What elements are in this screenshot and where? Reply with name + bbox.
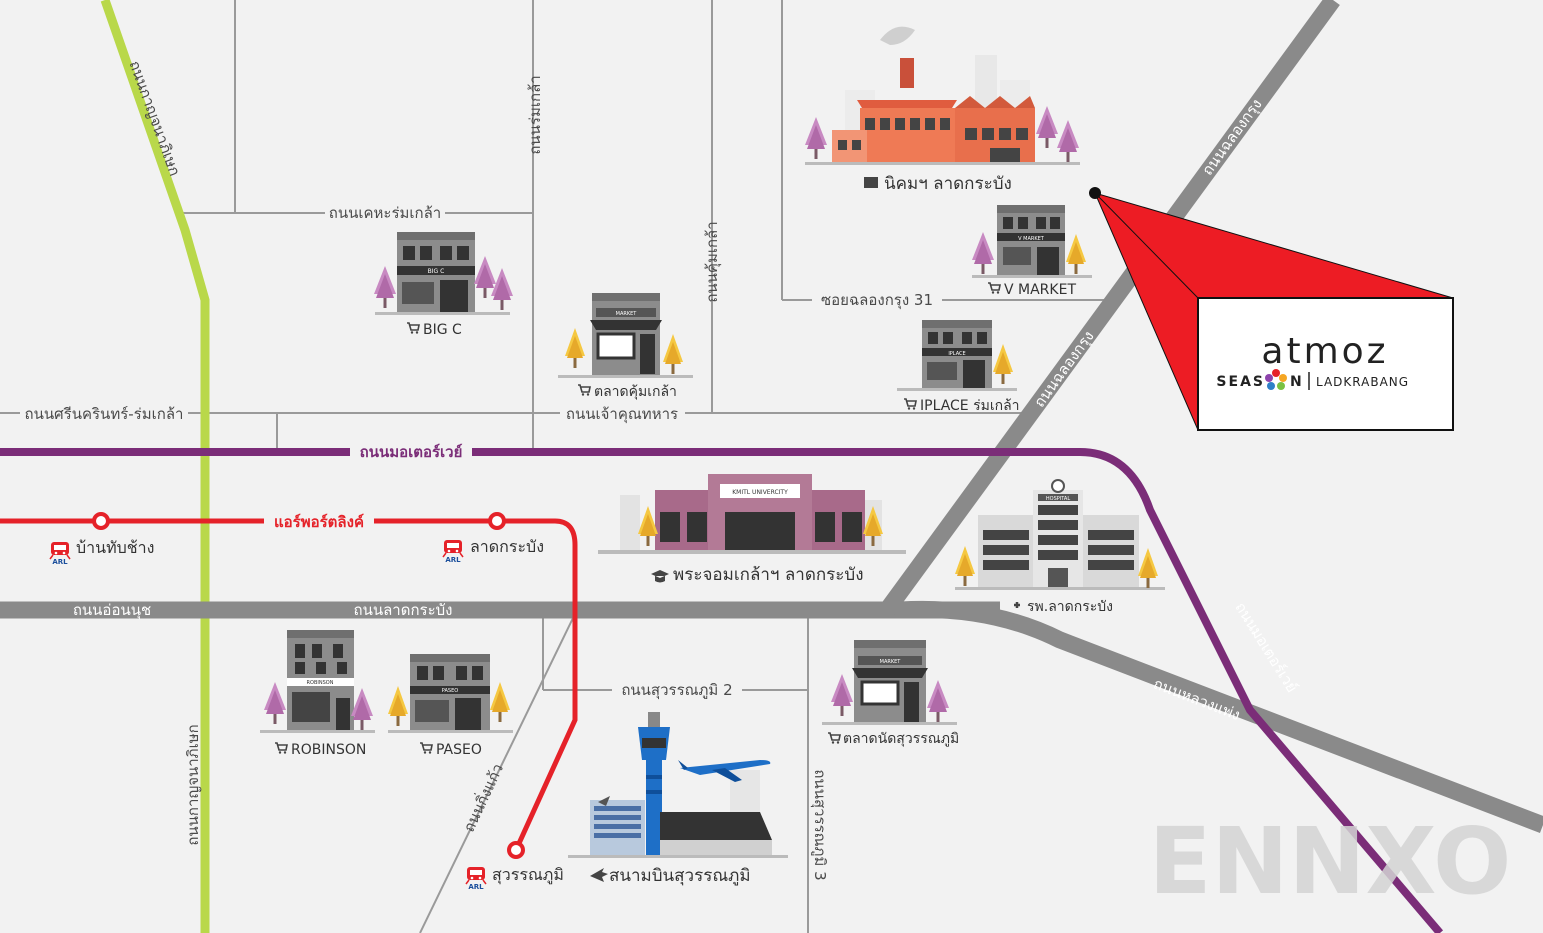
svg-text:PASEO: PASEO xyxy=(442,688,458,694)
place-iplace: IPLACE ร่มเกล้า xyxy=(903,398,1020,414)
road-label-on-nut: ถนนอ่อนนุช xyxy=(73,601,151,620)
svg-text:สนามบินสุวรรณภูมิ: สนามบินสุวรรณภูมิ xyxy=(609,866,751,886)
project-logo-main: atmoz xyxy=(1261,331,1388,372)
svg-text:V MARKET: V MARKET xyxy=(1004,282,1076,298)
svg-text:BIG C: BIG C xyxy=(428,268,445,275)
airport-rail-link xyxy=(0,518,578,852)
station-label: ลาดกระบัง xyxy=(470,537,544,556)
svg-text:ROBINSON: ROBINSON xyxy=(307,680,334,686)
place-suvarnabhumi-market: ตลาดนัดสุวรรณภูมิ xyxy=(827,731,959,747)
svg-text:MARKET: MARKET xyxy=(616,311,638,317)
svg-text:V MARKET: V MARKET xyxy=(1018,236,1045,242)
cart-icon xyxy=(577,384,591,397)
cart-icon xyxy=(419,742,433,755)
paseo-illustration: PASEO xyxy=(388,654,513,733)
svg-text:ROBINSON: ROBINSON xyxy=(291,742,366,758)
project-location-marker xyxy=(1089,187,1101,199)
svg-text:IPLACE: IPLACE xyxy=(948,351,965,357)
road-label-chao-khun-thahan: ถนนเจ้าคุณทหาร xyxy=(566,405,678,424)
svg-text:ARL: ARL xyxy=(445,556,461,564)
medical-cross-icon xyxy=(1014,602,1020,608)
svg-text:MARKET: MARKET xyxy=(880,659,902,665)
svg-text:HOSPITAL: HOSPITAL xyxy=(1046,496,1070,502)
svg-text:BIG C: BIG C xyxy=(423,322,462,338)
svg-text:ตลาดคุ้มเกล้า: ตลาดคุ้มเกล้า xyxy=(594,384,677,400)
road-label-lat-krabang: ถนนลาดกระบัง xyxy=(354,601,453,619)
station-label: สุวรรณภูมิ xyxy=(492,865,564,885)
road-label-kheha-romklao: ถนนเคหะร่มเกล้า xyxy=(329,204,441,222)
svg-text:นิคมฯ ลาดกระบัง: นิคมฯ ลาดกระบัง xyxy=(884,174,1012,194)
hospital-illustration: HOSPITAL xyxy=(955,479,1165,590)
svg-text:พระจอมเกล้าฯ ลาดกระบัง: พระจอมเกล้าฯ ลาดกระบัง xyxy=(673,565,864,585)
project-logo-season-suffix: N xyxy=(1290,374,1302,390)
flower-icon xyxy=(1265,369,1287,390)
briefcase-icon xyxy=(864,177,878,188)
svg-text:ตลาดนัดสุวรรณภูมิ: ตลาดนัดสุวรรณภูมิ xyxy=(843,731,959,747)
major-roads xyxy=(0,0,1543,833)
v-market-illustration: V MARKET xyxy=(972,205,1092,278)
watermark: ENNXO xyxy=(1149,808,1512,915)
cart-icon xyxy=(903,398,917,411)
place-v-market: V MARKET xyxy=(987,282,1076,298)
svg-text:รพ.ลาดกระบัง: รพ.ลาดกระบัง xyxy=(1027,599,1113,615)
industrial-estate-illustration xyxy=(805,26,1080,165)
road-label-soi-chalong-krung-31: ซอยฉลองกรุง 31 xyxy=(821,291,933,310)
station-label: บ้านทับช้าง xyxy=(76,538,154,557)
road-label-suvarnabhumi-3: ถนนสุวรรณภูมิ 3 xyxy=(810,769,829,880)
road-label-king-kaew: ถนนกิ่งแก้ว xyxy=(458,760,507,835)
svg-text:PASEO: PASEO xyxy=(436,742,482,758)
arl-station-markers xyxy=(92,512,525,859)
road-label-kanchanaphisek: ถนนกาญจนาภิเษก xyxy=(125,58,183,178)
road-label-motorway-right: ถนนมอเตอร์เวย์ xyxy=(1231,599,1301,696)
station-ban-thap-chang: ARL บ้านทับช้าง xyxy=(49,538,154,566)
airport-illustration xyxy=(568,712,788,858)
robinson-illustration: ROBINSON xyxy=(260,630,375,733)
cart-icon xyxy=(827,732,841,745)
graduation-cap-icon xyxy=(651,570,669,583)
place-hospital: รพ.ลาดกระบัง xyxy=(1014,599,1113,615)
train-icon xyxy=(442,539,464,558)
project-logo-season-prefix: SEAS xyxy=(1216,374,1265,390)
cart-icon xyxy=(274,742,288,755)
big-c-illustration: BIG C xyxy=(374,232,513,315)
place-robinson: ROBINSON xyxy=(274,742,366,758)
road-label-airport-link: แอร์พอร์ตลิงค์ xyxy=(274,513,364,531)
road-label-romklao: ถนนร่มเกล้า xyxy=(526,75,544,154)
cart-icon xyxy=(987,282,1001,295)
road-label-chalong-krung-top: ถนนฉลองกรุง xyxy=(1198,95,1266,179)
road-label-khum-klao: ถนนคุ้มเกล้า xyxy=(703,221,722,302)
place-khum-klao-market: ตลาดคุ้มเกล้า xyxy=(577,384,677,400)
svg-text:KMITL UNIVERCITY: KMITL UNIVERCITY xyxy=(732,489,788,496)
suvarnabhumi-market-illustration: MARKET xyxy=(822,640,957,725)
motorway-road xyxy=(0,448,1444,933)
khum-klao-market-illustration: MARKET xyxy=(558,293,693,378)
place-paseo: PASEO xyxy=(419,742,482,758)
major-road-labels: ถนนอ่อนนุช ถนนลาดกระบัง ถนนฉลองกรุง ถนนฉ… xyxy=(73,95,1301,724)
road-label-motorway: ถนนมอเตอร์เวย์ xyxy=(360,443,463,461)
iplace-illustration: IPLACE xyxy=(897,320,1017,391)
road-label-kanchanaphisek-bottom: ถนนกาญจนาภิเษก xyxy=(184,724,202,845)
cart-icon xyxy=(406,322,420,335)
station-lat-krabang: ARL ลาดกระบัง xyxy=(442,537,544,564)
road-label-suvarnabhumi-2: ถนนสุวรรณภูมิ 2 xyxy=(621,681,732,700)
airplane-icon xyxy=(590,868,608,882)
road-label-srinakarin-romklao: ถนนศรีนครินทร์-ร่มเกล้า xyxy=(25,405,184,423)
station-suvarnabhumi: ARL สุวรรณภูมิ xyxy=(465,865,564,891)
train-icon xyxy=(49,541,71,560)
road-label-chalong-krung-mid: ถนนฉลองกรุง xyxy=(1030,327,1098,411)
project-logo-location: LADKRABANG xyxy=(1316,375,1409,389)
place-industrial-estate: นิคมฯ ลาดกระบัง xyxy=(864,174,1012,194)
svg-text:IPLACE ร่มเกล้า: IPLACE ร่มเกล้า xyxy=(920,398,1020,414)
kmitl-illustration: KMITL UNIVERCITY xyxy=(598,474,906,554)
place-airport: สนามบินสุวรรณภูมิ xyxy=(590,866,751,886)
train-icon xyxy=(465,866,487,885)
svg-text:ARL: ARL xyxy=(52,558,68,566)
place-kmitl: พระจอมเกล้าฯ ลาดกระบัง xyxy=(651,565,864,585)
project-logo-box xyxy=(1197,297,1454,431)
svg-text:ARL: ARL xyxy=(468,883,484,891)
place-big-c: BIG C xyxy=(406,322,462,338)
